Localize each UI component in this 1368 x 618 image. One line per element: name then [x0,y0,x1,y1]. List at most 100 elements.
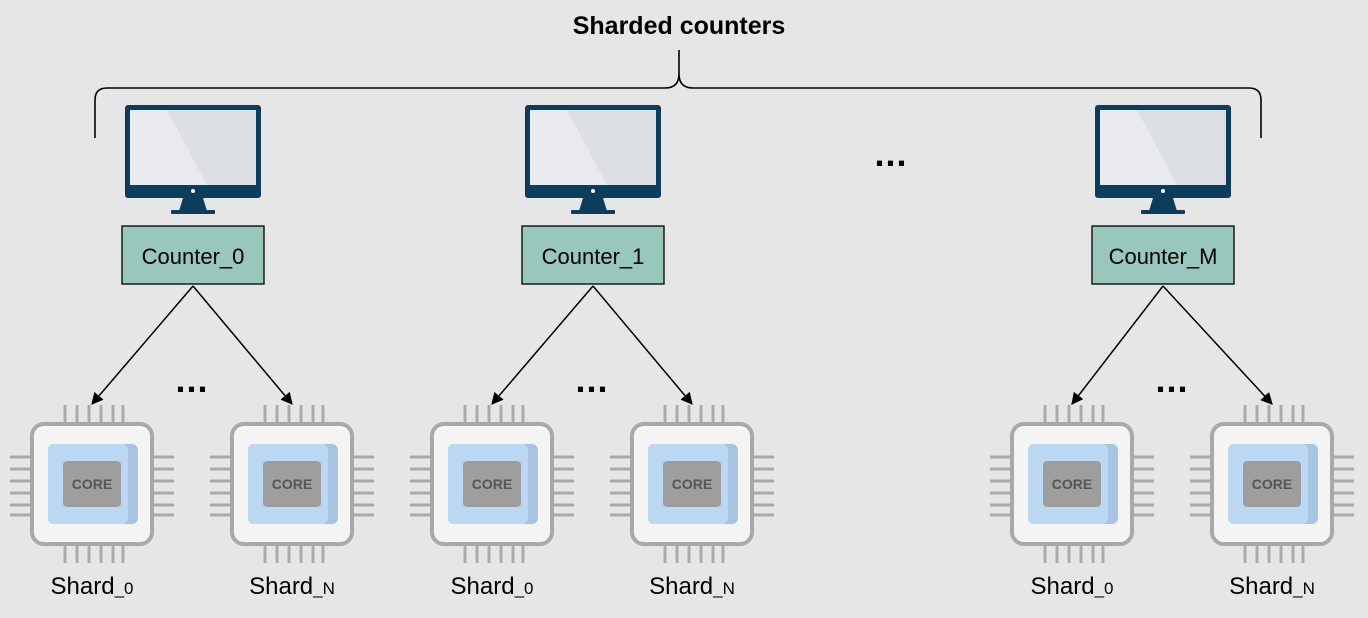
chip-pin-top [699,405,703,425]
shard-subscript: _N [712,579,735,598]
chip-pin-left [1190,467,1212,471]
chip-pin-right [1332,455,1354,459]
chip-pin-left [410,513,432,517]
chip-pin-right [352,467,374,471]
chip-pin-right [1132,455,1154,459]
monitor-icon [525,105,661,214]
chip-pin-bottom [1091,543,1095,563]
chip-pin-bottom [499,543,503,563]
chip-pin-right [552,503,574,507]
chip-pin-top [1255,405,1259,425]
core-label: CORE [1052,476,1092,492]
shard-name: Shard [451,573,515,600]
chip-pin-left [1190,455,1212,459]
core-label: CORE [672,476,712,492]
chip-pin-right [1332,503,1354,507]
chip-pin-right [752,479,774,483]
chip-pin-left [10,479,32,483]
chip-pin-left [610,467,632,471]
chip-pin-bottom [1055,543,1059,563]
chip-pin-left [990,467,1012,471]
chip-pin-bottom [1101,543,1105,563]
chip-pin-top [1291,405,1295,425]
shard-subscript: _0 [514,579,534,598]
chip-pin-top [1067,405,1071,425]
connector-arrow [1162,285,1273,405]
chip-pin-right [152,455,174,459]
connector-arrow [592,285,693,405]
shard-label: Shard_N [1229,573,1315,600]
chip-pin-bottom [1255,543,1259,563]
chip-pin-bottom [1267,543,1271,563]
chip-pin-right [1332,513,1354,517]
counter-box [521,225,665,285]
chip-pin-top [63,405,67,425]
cpu-chip-icon: CORE [610,405,774,563]
chip-pin-top [499,405,503,425]
counter-label: Counter_M [1109,244,1218,269]
chip-pin-left [210,467,232,471]
chip-pin-bottom [711,543,715,563]
chip-pin-left [610,513,632,517]
chip-pin-left [210,491,232,495]
shard-label: Shard_0 [451,573,534,600]
chip-pin-left [610,479,632,483]
chip-pin-right [1332,479,1354,483]
chip-pin-bottom [475,543,479,563]
chip-pin-left [990,513,1012,517]
chip-pin-left [1190,491,1212,495]
connector-arrow [192,285,293,405]
monitor-base [1141,210,1185,214]
chip-pin-right [1132,491,1154,495]
chip-pin-bottom [275,543,279,563]
chip-pin-top [1079,405,1083,425]
shards-ellipsis: ... [1155,359,1188,400]
chip-pin-top [463,405,467,425]
monitor-neck [1149,198,1177,211]
chip-pin-top [521,405,525,425]
chip-pin-left [1190,513,1212,517]
shard-label: Shard_0 [51,573,134,600]
chip-pin-right [552,513,574,517]
chip-pin-right [352,503,374,507]
chip-pin-right [552,467,574,471]
chip-pin-top [1055,405,1059,425]
chip-pin-bottom [99,543,103,563]
shard-label: Shard_0 [1031,573,1114,600]
chip-pin-top [1279,405,1283,425]
counter-box [121,225,265,285]
chip-pin-top [1043,405,1047,425]
chip-pin-bottom [311,543,315,563]
chip-pin-bottom [75,543,79,563]
shards-ellipsis: ... [175,359,208,400]
chip-pin-left [990,479,1012,483]
chip-pin-right [752,513,774,517]
chip-pin-right [352,479,374,483]
power-dot [191,189,195,193]
chip-pin-left [410,491,432,495]
chip-pin-top [111,405,115,425]
chip-pin-bottom [1301,543,1305,563]
chip-pin-right [1132,479,1154,483]
shard-name: Shard [1229,573,1293,600]
core-block [463,461,521,507]
chip-pin-right [1132,513,1154,517]
shards-ellipsis: ... [575,359,608,400]
monitor-neck [579,198,607,211]
core-block [663,461,721,507]
chip-pin-left [410,467,432,471]
chip-pin-bottom [87,543,91,563]
monitor-icon [1095,105,1231,214]
connector-arrow [91,285,194,405]
chip-pin-bottom [511,543,515,563]
chip-pin-bottom [1291,543,1295,563]
chip-pin-right [752,467,774,471]
chip-pin-bottom [121,543,125,563]
chip-pin-left [210,455,232,459]
chip-pin-bottom [321,543,325,563]
